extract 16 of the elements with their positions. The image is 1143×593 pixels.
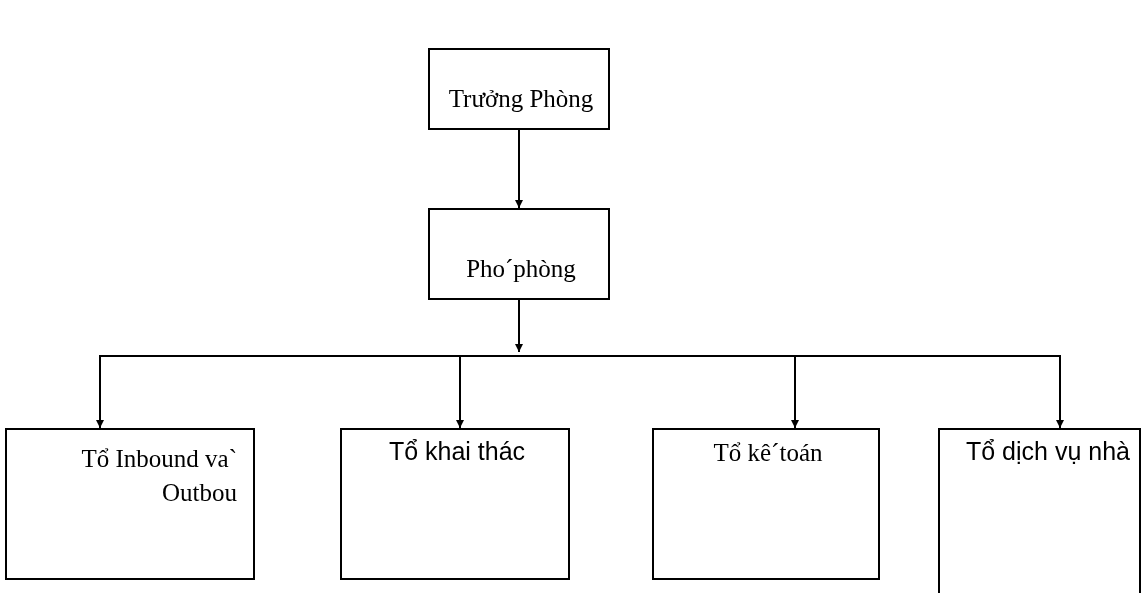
box-label: Pho´phòng — [465, 254, 577, 284]
org-box — [428, 208, 610, 300]
box-label: Trưởng Phòng — [447, 84, 595, 114]
trunk-arrow — [515, 299, 523, 353]
org-box — [340, 428, 570, 580]
org-box — [938, 428, 1141, 593]
org-box — [428, 48, 610, 130]
box-label: Tổ dịch vụ nhà — [965, 436, 1130, 467]
org-box — [5, 428, 255, 580]
branch-arrow — [456, 355, 520, 429]
box-label: Tổ Inbound va` Outbou — [80, 444, 237, 508]
box-label: Tổ kê´toán — [712, 438, 824, 468]
org-box — [652, 428, 880, 580]
branch-arrow — [518, 355, 1064, 429]
arrow — [515, 129, 523, 209]
box-label: Tổ khai thác — [387, 436, 527, 467]
